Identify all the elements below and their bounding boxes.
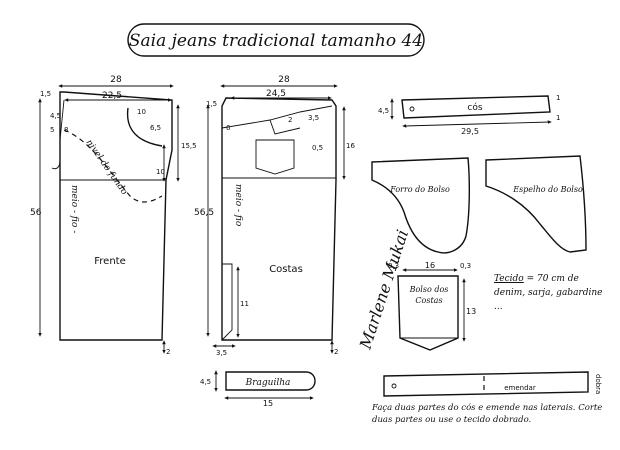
waistband-height: 4,5 (378, 107, 389, 115)
facing-outline (485, 155, 587, 253)
front-fly-dash (63, 129, 163, 203)
waistband-length: 29,5 (461, 127, 479, 136)
front-hem: 2 (166, 348, 170, 356)
back-top-width: 28 (278, 75, 290, 85)
page-title: Saia jeans tradicional tamanho 44 (129, 31, 423, 51)
back-pocket-corner-r: 0,3 (460, 262, 471, 270)
front-piece: 28 22,5 1,5 4,5 5 8 10 6,5 15,5 10 56 me… (30, 75, 197, 356)
front-hip-drop: 10 (156, 168, 165, 176)
long-band-join-label: emendar (504, 384, 536, 392)
back-pocket-width: 16 (425, 261, 435, 270)
waistband-outline (401, 95, 551, 119)
back-slit-length: 11 (240, 300, 249, 308)
back-pocket-piece: 16 0,3 0,3 13 Bolso dos Costas (388, 261, 476, 351)
waistband-length-dim (402, 120, 552, 128)
back-label: Costas (269, 264, 303, 275)
long-band-fold-label: dobra (594, 374, 602, 394)
fabric-label: Tecido (494, 274, 524, 284)
back-pocket-outline (397, 275, 459, 351)
front-top-width: 28 (110, 75, 122, 85)
front-label: Frente (94, 256, 125, 267)
waistband-end-top: 1 (556, 94, 560, 102)
back-hem: 2 (334, 348, 338, 356)
front-left-top2: 5 (50, 126, 54, 134)
long-band-outline (383, 371, 589, 397)
back-yoke-left: 6 (226, 124, 231, 132)
front-waist-rise: 1,5 (40, 90, 51, 98)
back-piece: 28 24,5 1,5 6 2 3,5 0,5 16 56,5 meio - f… (194, 75, 355, 357)
fly-width: 15 (263, 399, 273, 408)
back-slit-width: 3,5 (216, 349, 227, 357)
back-dart: 0,5 (312, 144, 323, 152)
back-hip-depth: 16 (346, 142, 355, 150)
back-pocket-corner-l: 0,3 (388, 262, 399, 270)
fly-outline (225, 371, 316, 391)
back-yoke-mid: 2 (288, 116, 292, 124)
back-yoke-right: 3,5 (308, 114, 319, 122)
front-pocket-curve (126, 107, 163, 147)
front-length: 56 (30, 208, 42, 218)
pocket-lining-outline (371, 157, 471, 254)
front-facing-line (51, 99, 65, 170)
front-outline (59, 91, 173, 341)
bottom-note: Faça duas partes do cós e emende nas lat… (372, 403, 603, 425)
fabric-text: = 70 cm de denim, sarja, gabardine ... (494, 274, 603, 312)
fabric-note-box: Tecido = 70 cm de denim, sarja, gabardin… (494, 274, 603, 312)
fly-label: Braguilha (245, 378, 291, 388)
front-pocket-w: 10 (137, 108, 146, 116)
back-slit (221, 263, 233, 341)
back-pocket-label: Bolso dos Costas (409, 285, 449, 305)
back-yoke-line (221, 105, 333, 129)
fabric-note: Tecido = 70 cm de denim, sarja, gabardin… (494, 274, 603, 312)
pocket-lining-piece: Forro do Bolso (371, 157, 471, 254)
waistband-piece: cós 4,5 29,5 1 1 (378, 94, 560, 136)
long-band-buttonhole (391, 383, 397, 389)
back-yoke-dart (269, 119, 301, 135)
front-pocket-h: 6,5 (150, 124, 161, 132)
waistband-buttonhole (409, 106, 415, 112)
front-waist-width: 22,5 (102, 91, 122, 101)
waistband-label: cós (467, 102, 482, 113)
fly-piece: Braguilha 4,5 15 (200, 370, 316, 408)
front-fold: meio - fio - (69, 185, 79, 233)
front-dart-a: 8 (64, 126, 68, 134)
front-hip-depth: 15,5 (181, 142, 197, 150)
bottom-note-box: Faça duas partes do cós e emende nas lat… (372, 403, 603, 425)
waistband-end-bottom: 1 (556, 114, 560, 122)
title-group: Saia jeans tradicional tamanho 44 (127, 23, 425, 57)
back-pocket-height: 13 (466, 307, 476, 316)
back-pocket-mark (255, 139, 295, 175)
back-fold: meio - fio (233, 184, 243, 227)
pocket-lining-label: Forro do Bolso (389, 185, 450, 194)
back-waist-width: 24,5 (266, 89, 286, 99)
fly-height: 4,5 (200, 378, 211, 386)
back-length: 56,5 (194, 208, 214, 218)
long-band-piece: emendar dobra (383, 371, 602, 397)
back-waist-rise: 1,5 (206, 100, 217, 108)
facing-label: Espelho do Bolso (512, 185, 583, 194)
facing-piece: Espelho do Bolso (485, 155, 587, 253)
front-left-top: 4,5 (50, 112, 61, 120)
back-pocket-label-box: Bolso dos Costas (409, 285, 449, 305)
front-fly-line-label: nivel do fundo (84, 138, 130, 197)
title-frame (127, 23, 425, 57)
